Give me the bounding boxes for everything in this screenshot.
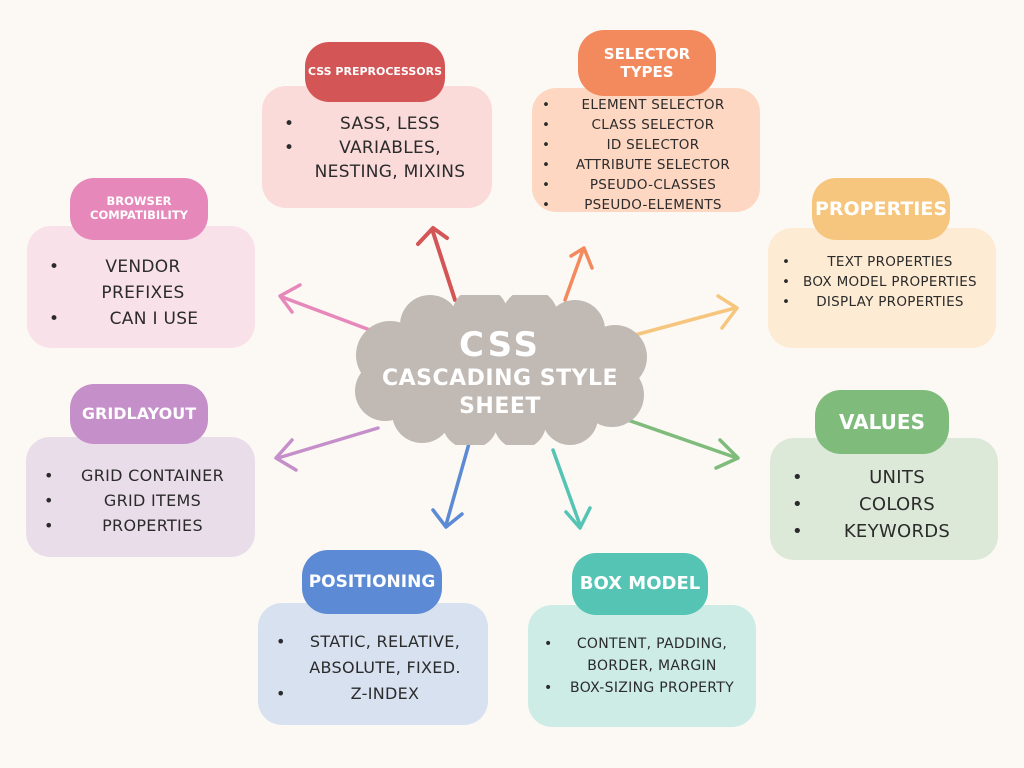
list-item: PSEUDO-ELEMENTS xyxy=(542,195,750,215)
list-item: GRID CONTAINER xyxy=(44,463,241,488)
values-card: UNITS COLORS KEYWORDS xyxy=(770,438,998,560)
properties-card: TEXT PROPERTIES BOX MODEL PROPERTIES DIS… xyxy=(768,228,996,348)
arrow-to-selectors xyxy=(563,246,594,302)
list-item: BOX MODEL PROPERTIES xyxy=(782,272,984,292)
positioning-card: STATIC, RELATIVE, ABSOLUTE, FIXED. Z-IND… xyxy=(258,603,488,725)
arrow-to-grid xyxy=(274,426,380,472)
boxmodel-card: CONTENT, PADDING, BORDER, MARGIN BOX-SIZ… xyxy=(528,605,756,727)
browser-title-line2: COMPATIBILITY xyxy=(90,208,188,222)
list-item: BOX-SIZING PROPERTY xyxy=(544,677,742,699)
list-item: TEXT PROPERTIES xyxy=(782,252,984,272)
values-title-text: VALUES xyxy=(839,410,925,434)
list-item: PSEUDO-CLASSES xyxy=(542,175,750,195)
boxmodel-title: BOX MODEL xyxy=(572,553,708,615)
list-item: ID SELECTOR xyxy=(542,135,750,155)
arrow-to-properties xyxy=(633,294,739,337)
grid-title: GRIDLAYOUT xyxy=(70,384,208,444)
arrow-to-positioning xyxy=(431,438,472,529)
selectors-title-line2: TYPES xyxy=(620,63,674,81)
list-item: KEYWORDS xyxy=(792,518,980,545)
preprocessors-title-text: CSS PREPROCESSORS xyxy=(307,65,443,79)
browser-title: BROWSER COMPATIBILITY xyxy=(70,178,208,240)
arrow-to-boxmodel xyxy=(551,448,592,530)
list-item: CAN I USE xyxy=(49,306,237,332)
values-title: VALUES xyxy=(815,390,949,454)
list-item: PROPERTIES xyxy=(44,513,241,538)
center-subtitle-line1: CASCADING STYLE xyxy=(381,366,619,391)
list-item: ATTRIBUTE SELECTOR xyxy=(542,155,750,175)
arrow-to-values xyxy=(620,416,740,470)
center-label: CSS CASCADING STYLE SHEET xyxy=(350,325,650,421)
properties-title: PROPERTIES xyxy=(812,178,950,240)
selectors-title: SELECTOR TYPES xyxy=(578,30,716,96)
list-item: VARIABLES, NESTING, MIXINS xyxy=(284,136,474,184)
list-item: SASS, LESS xyxy=(284,112,474,136)
center-subtitle-line2: SHEET xyxy=(459,394,541,419)
browser-card: VENDOR PREFIXES CAN I USE xyxy=(27,226,255,348)
positioning-title: POSITIONING xyxy=(302,550,442,614)
boxmodel-title-text: BOX MODEL xyxy=(579,573,701,595)
list-item: ELEMENT SELECTOR xyxy=(542,95,750,115)
list-item: DISPLAY PROPERTIES xyxy=(782,292,984,312)
selectors-title-line1: SELECTOR xyxy=(603,45,691,63)
center-title: CSS xyxy=(458,325,542,365)
preprocessors-title: CSS PREPROCESSORS xyxy=(305,42,445,102)
grid-title-text: GRIDLAYOUT xyxy=(81,404,197,424)
grid-card: GRID CONTAINER GRID ITEMS PROPERTIES xyxy=(26,437,255,557)
browser-title-line1: BROWSER xyxy=(106,194,172,209)
list-item: VENDOR PREFIXES xyxy=(49,254,237,306)
selectors-card: ELEMENT SELECTOR CLASS SELECTOR ID SELEC… xyxy=(532,88,760,215)
positioning-title-text: POSITIONING xyxy=(308,571,436,592)
list-item: GRID ITEMS xyxy=(44,488,241,513)
list-item: Z-INDEX xyxy=(276,681,474,707)
center-cloud-shape xyxy=(355,295,647,445)
preprocessors-card: SASS, LESS VARIABLES, NESTING, MIXINS xyxy=(262,86,492,208)
arrow-to-preprocessors xyxy=(416,226,457,302)
list-item: STATIC, RELATIVE, ABSOLUTE, FIXED. xyxy=(276,629,474,681)
properties-title-text: PROPERTIES xyxy=(814,197,948,220)
arrow-to-browser xyxy=(278,283,372,332)
list-item: CONTENT, PADDING, BORDER, MARGIN xyxy=(544,633,742,677)
list-item: COLORS xyxy=(792,491,980,518)
list-item: CLASS SELECTOR xyxy=(542,115,750,135)
list-item: UNITS xyxy=(792,464,980,491)
